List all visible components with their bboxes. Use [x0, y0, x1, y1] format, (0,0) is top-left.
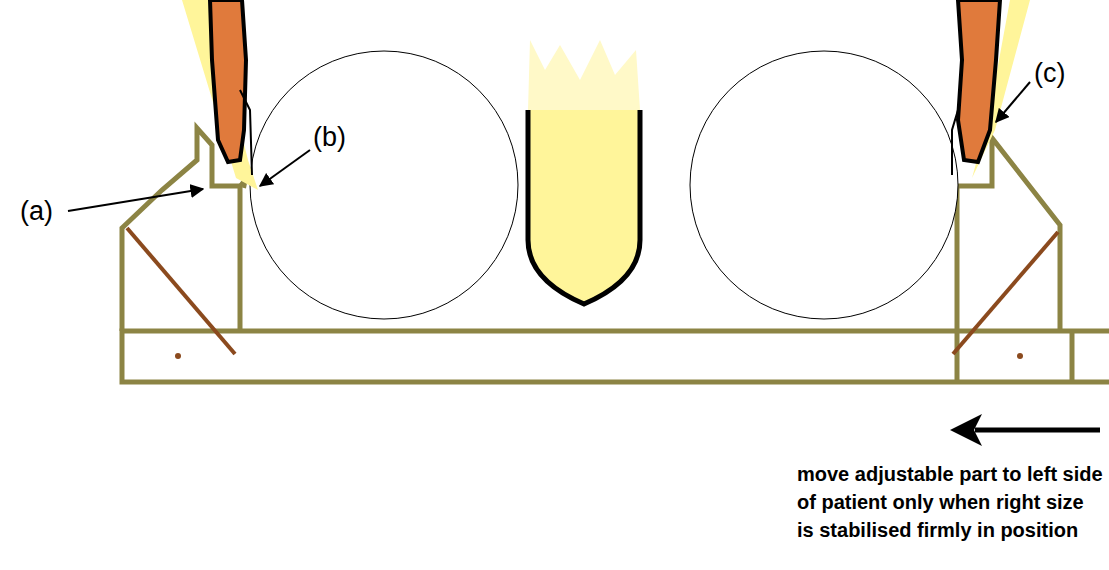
- pivot-dot: [175, 353, 181, 359]
- move-arrow: [975, 428, 1100, 433]
- callout-label: (c): [1034, 58, 1065, 89]
- brace-strut: [953, 232, 1058, 354]
- cup: [528, 110, 640, 304]
- note-text: move adjustable part to left side of pat…: [797, 460, 1103, 544]
- leader-line: [996, 82, 1030, 122]
- base-bar: [122, 331, 1109, 382]
- hand-outline: [240, 90, 252, 175]
- brace-strut: [127, 228, 235, 354]
- adjustable-support: [957, 138, 1060, 382]
- hand-outline: [952, 110, 958, 175]
- leader-line: [260, 150, 310, 186]
- fixed-support: [122, 128, 240, 331]
- callout-label: (b): [313, 122, 346, 153]
- leader-line: [68, 189, 203, 211]
- move-arrowhead: [950, 414, 982, 446]
- adjustable-support: [1070, 331, 1075, 382]
- body-section: [690, 51, 958, 319]
- pivot-dot: [1017, 353, 1023, 359]
- callout-label: (a): [20, 196, 53, 227]
- body-section: [250, 51, 518, 319]
- hand: [210, 0, 246, 162]
- hand: [958, 0, 1000, 162]
- glove: [182, 0, 258, 190]
